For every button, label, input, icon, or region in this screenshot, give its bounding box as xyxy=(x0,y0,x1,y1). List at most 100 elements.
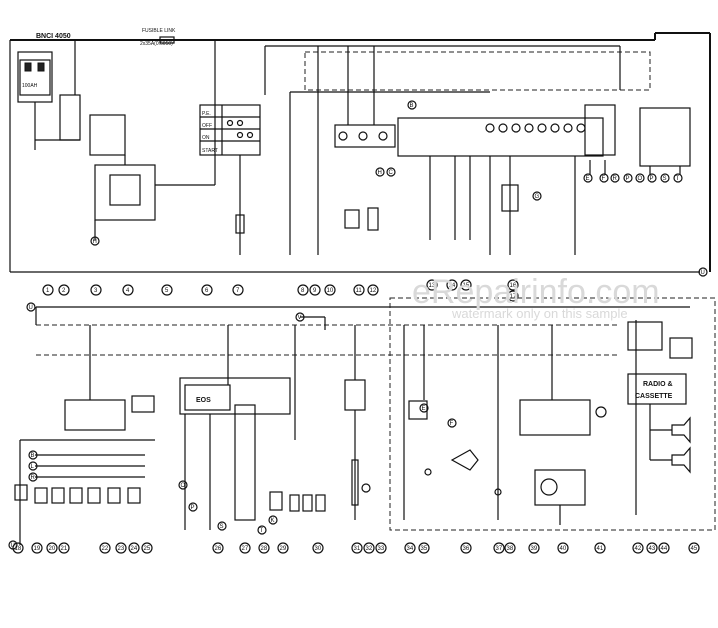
instrument-cluster xyxy=(397,117,604,157)
letter-g: G xyxy=(535,194,540,200)
fusible-link-label: FUSIBLE LINK xyxy=(142,28,176,34)
cassette-label: CASSETTE xyxy=(635,393,673,400)
fusible-link-spec: 2x35A(0.6050) xyxy=(140,41,173,47)
battery-id-label: BNCI 4050 xyxy=(36,33,71,40)
ignition-switch xyxy=(199,104,261,156)
fuse-box-bottom xyxy=(389,297,716,531)
warning-lamps xyxy=(338,123,586,141)
eos-label: EOS xyxy=(196,397,211,404)
letter-k: K xyxy=(271,518,275,524)
radio-label: RADIO & xyxy=(643,381,673,388)
ref-4: 4 xyxy=(126,288,130,294)
letter-t: T xyxy=(676,176,680,182)
top-section: 100AH BNCI 4050 FUSIBLE LINK 2x35A(0.605… xyxy=(9,28,711,273)
letter-p2: P xyxy=(650,176,654,182)
letter-h2: H xyxy=(378,170,382,176)
letter-l: L xyxy=(31,464,35,470)
letter-s: S xyxy=(663,176,667,182)
left-switch-bank xyxy=(14,484,141,504)
battery-label: 100AH xyxy=(22,83,38,89)
ref-45: 45 xyxy=(691,546,698,552)
ref-12: 12 xyxy=(370,288,377,294)
ref-19: 19 xyxy=(34,546,41,552)
top-circle-letters: H H C B G E F R P O P S T U xyxy=(90,100,708,277)
ref-30: 30 xyxy=(315,546,322,552)
watermark: eRepairinfo.com watermark only on this s… xyxy=(412,273,660,321)
ref-15: 15 xyxy=(463,283,470,289)
ref-5: 5 xyxy=(165,288,169,294)
ref-35: 35 xyxy=(421,546,428,552)
ref-21: 21 xyxy=(61,546,68,552)
ref-42: 42 xyxy=(635,546,642,552)
letter-u: U xyxy=(701,270,705,276)
letter-u-c: U xyxy=(11,543,15,549)
ref-8: 8 xyxy=(301,288,305,294)
ref-14: 14 xyxy=(449,283,456,289)
ign-row-on: ON xyxy=(202,135,210,141)
ref-20: 20 xyxy=(49,546,56,552)
ref-16: 16 xyxy=(510,283,517,289)
ref-38: 38 xyxy=(507,546,514,552)
ref-10: 10 xyxy=(327,288,334,294)
ref-34: 34 xyxy=(407,546,414,552)
letter-h: H xyxy=(93,239,97,245)
ref-39: 39 xyxy=(531,546,538,552)
ref-23: 23 xyxy=(118,546,125,552)
ref-18: 18 xyxy=(15,546,22,552)
letter-v: V xyxy=(298,315,302,321)
letter-b-b: B xyxy=(31,453,35,459)
ref-33: 33 xyxy=(378,546,385,552)
letter-r: R xyxy=(613,176,618,182)
battery-box xyxy=(19,59,51,96)
letter-e-b: E xyxy=(422,406,426,412)
letter-p: P xyxy=(626,176,630,182)
ref-32: 32 xyxy=(366,546,373,552)
letter-t-b: T xyxy=(260,528,264,534)
letter-f: F xyxy=(602,176,606,182)
letter-f-b: F xyxy=(450,421,454,427)
letter-s-b: S xyxy=(220,524,224,530)
bottom-section: EOS RADIO & CASSETTE xyxy=(14,297,716,545)
bottom-reference-numbers: 18 19 20 21 22 23 24 25 26 27 28 29 30 3… xyxy=(12,542,700,554)
ref-28: 28 xyxy=(261,546,268,552)
letter-e: E xyxy=(586,176,590,182)
ign-row-pe: P.E. xyxy=(202,111,211,117)
ref-41: 41 xyxy=(597,546,604,552)
ref-40: 40 xyxy=(560,546,567,552)
letter-o: O xyxy=(638,176,643,182)
fuse-box-top xyxy=(304,51,651,91)
ref-27: 27 xyxy=(242,546,249,552)
ref-43: 43 xyxy=(649,546,656,552)
ref-22: 22 xyxy=(102,546,109,552)
ref-36: 36 xyxy=(463,546,470,552)
ref-25: 25 xyxy=(144,546,151,552)
ref-37: 37 xyxy=(496,546,503,552)
letter-p-b: P xyxy=(191,505,195,511)
letter-c: C xyxy=(389,170,394,176)
ref-3: 3 xyxy=(94,288,98,294)
ref-11: 11 xyxy=(356,288,363,294)
letter-r-b: R xyxy=(31,475,36,481)
ref-31: 31 xyxy=(354,546,361,552)
speaker-icon xyxy=(671,416,691,444)
ign-row-start: START xyxy=(202,148,218,154)
radio-cassette-unit xyxy=(627,373,687,405)
ref-1: 1 xyxy=(46,288,50,294)
letter-u-b: U xyxy=(29,305,33,311)
wiper-motor xyxy=(540,478,558,496)
ign-row-off: OFF xyxy=(202,123,212,129)
ref-9: 9 xyxy=(313,288,317,294)
ref-17: 17 xyxy=(510,294,517,300)
bottom-circle-letters: U V B L R O P S T K E F U xyxy=(8,302,457,550)
ref-7: 7 xyxy=(236,288,240,294)
ref-2: 2 xyxy=(62,288,66,294)
ref-29: 29 xyxy=(280,546,287,552)
letter-o-b: O xyxy=(181,483,186,489)
watermark-note: watermark only on this sample xyxy=(451,306,628,321)
ref-44: 44 xyxy=(661,546,668,552)
ref-26: 26 xyxy=(215,546,222,552)
top-reference-numbers: 1 2 3 4 5 6 7 8 9 10 11 12 13 14 15 16 1… xyxy=(42,279,519,302)
speaker-icon-2 xyxy=(671,446,691,474)
ref-24: 24 xyxy=(131,546,138,552)
